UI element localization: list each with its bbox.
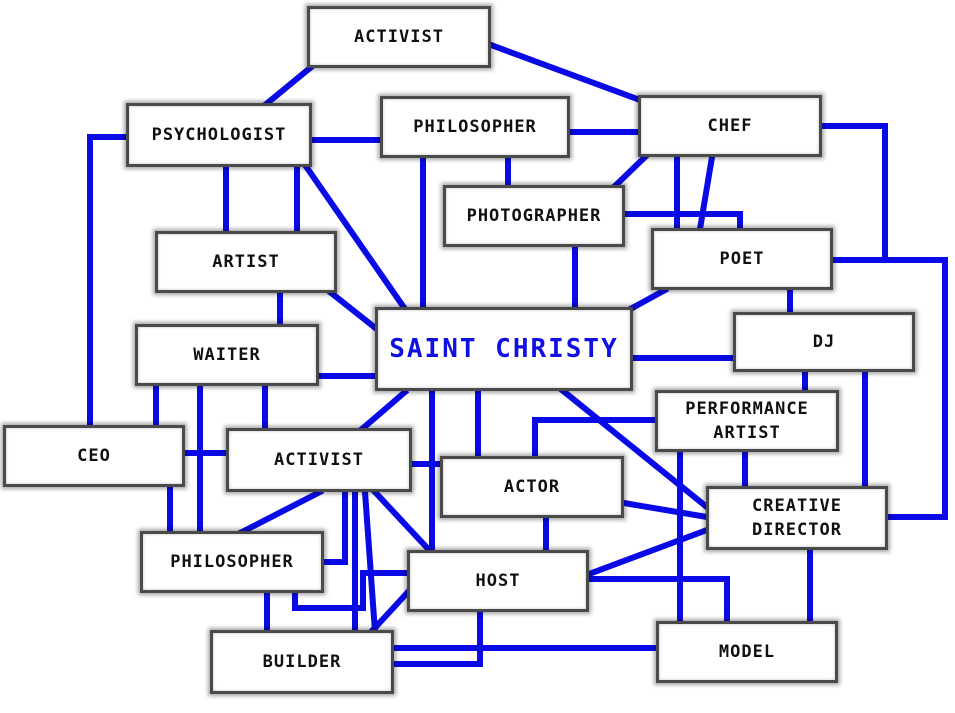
edge-performance-actor [532,417,659,460]
edge-chef-creative [819,123,888,263]
edge-saint-activist [357,387,410,434]
node-host: HOST [407,550,589,612]
edge-activist-philosopher-b [235,487,325,538]
node-model: MODEL [656,621,838,683]
edge-saint-creative [557,385,713,513]
node-activist-top: ACTIVIST [307,6,491,68]
edge-chef-photographer [610,152,650,191]
edge-psychologist-saint [300,160,410,314]
node-philosopher-bottom: PHILOSOPHER [140,531,324,593]
node-waiter: WAITER [135,324,319,386]
node-builder: BUILDER [210,630,394,694]
edge-poet-creative [830,257,948,520]
edge-activist-builder-a [361,488,379,636]
edge-host-builder-b [391,609,483,667]
node-dj: DJ [733,312,915,372]
edge-psychologist-ceo [87,134,131,430]
edge-artist-saint [325,287,383,335]
edge-actor-creative [620,499,711,521]
edge-activist-psychologist [260,63,315,110]
node-artist: ARTIST [155,231,337,293]
node-philosopher-top: PHILOSOPHER [380,96,570,158]
edge-creative-host [585,526,711,578]
node-actor: ACTOR [440,456,624,518]
edge-activist-host [370,487,435,556]
edge-host-model [586,576,730,625]
node-activist-middle: ACTIVIST [226,428,412,492]
edge-activist-philosopher-a [321,489,348,565]
edge-chef-saint [696,153,716,233]
node-psychologist: PSYCHOLOGIST [126,103,312,167]
edge-philosopher-host [292,570,411,611]
node-chef: CHEF [638,95,822,157]
node-ceo: CEO [3,425,185,487]
node-saint-christy: SAINT CHRISTY [375,307,633,391]
node-photographer: PHOTOGRAPHER [443,185,625,247]
edge-photographer-poet [622,211,743,232]
node-poet: POET [651,228,833,290]
edge-activist-chef [487,41,644,104]
edge-host-builder [367,587,413,636]
node-performance-artist: PERFORMANCE ARTIST [655,390,839,452]
node-creative-director: CREATIVE DIRECTOR [706,486,888,550]
